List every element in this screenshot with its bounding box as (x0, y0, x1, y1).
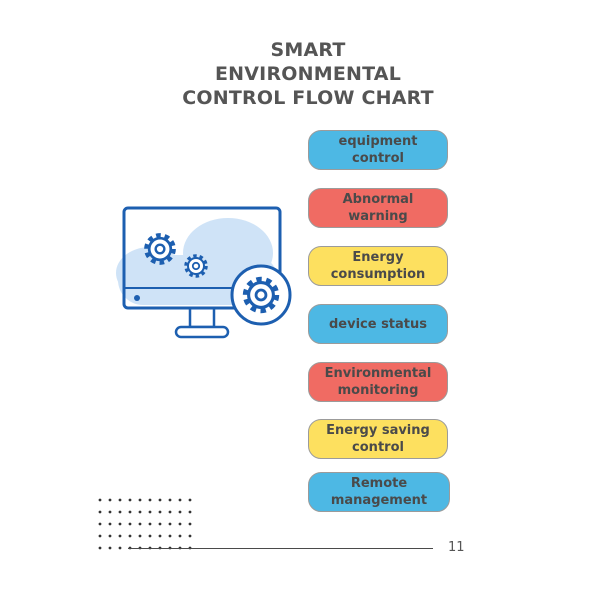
decor-dot (118, 546, 122, 550)
title-line-2: ENVIRONMENTAL (214, 63, 402, 85)
flow-item-label: Abnormal warning (342, 192, 414, 224)
flow-item-label: equipment control (338, 134, 418, 166)
monitor-neck (188, 306, 216, 329)
flow-item-environmental-monitoring: Environmental monitoring (308, 362, 448, 402)
page-title: SMART ENVIRONMENTAL CONTROL FLOW CHART (150, 38, 466, 110)
decor-dot (138, 510, 142, 514)
decor-dot (138, 498, 142, 502)
title-line-1: SMART (270, 39, 346, 61)
decor-dot (108, 546, 112, 550)
decor-dot (168, 534, 172, 538)
decor-dot (178, 510, 182, 514)
decor-dot (178, 522, 182, 526)
decor-dot (128, 498, 132, 502)
decor-dot (138, 522, 142, 526)
decor-dot (158, 510, 162, 514)
decor-dot (148, 510, 152, 514)
decor-dot (118, 510, 122, 514)
decor-dot (188, 498, 192, 502)
decor-dot (148, 522, 152, 526)
decor-dot (178, 498, 182, 502)
decor-dot (108, 534, 112, 538)
decor-dot (168, 510, 172, 514)
decor-dot (158, 534, 162, 538)
decor-dot (108, 510, 112, 514)
decor-dot (188, 534, 192, 538)
flow-item-label: Energy saving control (326, 423, 430, 455)
decor-dot (108, 522, 112, 526)
decor-dot (178, 534, 182, 538)
flow-item-label: Energy consumption (330, 250, 426, 282)
decor-dot (168, 522, 172, 526)
dot-grid-decoration (98, 498, 192, 550)
flow-item-label: device status (328, 316, 428, 332)
decor-dot (118, 534, 122, 538)
decor-dot (138, 534, 142, 538)
decor-dot (158, 498, 162, 502)
footer-rule (128, 548, 433, 549)
decor-dot (98, 510, 102, 514)
flow-item-abnormal-warning: Abnormal warning (308, 188, 448, 228)
decor-dot (188, 510, 192, 514)
cloud-shape (116, 218, 278, 305)
flow-item-energy-consumption: Energy consumption (308, 246, 448, 286)
decor-dot (148, 534, 152, 538)
decor-dot (128, 522, 132, 526)
flow-item-device-status: device status (308, 304, 448, 344)
decor-dot (118, 522, 122, 526)
title-line-3: CONTROL FLOW CHART (182, 87, 434, 109)
decor-dot (118, 498, 122, 502)
monitor-base (174, 325, 230, 339)
decor-dot (128, 510, 132, 514)
computer-gears-icon (116, 206, 292, 339)
flow-item-energy-saving-control: Energy saving control (308, 419, 448, 459)
flow-item-equipment-control: equipment control (308, 130, 448, 170)
power-dot (134, 295, 140, 301)
flow-item-label: Remote management (330, 476, 428, 508)
page-number: 11 (448, 540, 465, 555)
decor-dot (98, 522, 102, 526)
decor-dot (158, 522, 162, 526)
decor-dot (168, 498, 172, 502)
decor-dot (108, 498, 112, 502)
decor-dot (98, 498, 102, 502)
flow-item-label: Environmental monitoring (324, 366, 432, 398)
decor-dot (128, 534, 132, 538)
decor-dot (188, 522, 192, 526)
flow-item-remote-management: Remote management (308, 472, 450, 512)
decor-dot (98, 546, 102, 550)
decor-dot (148, 498, 152, 502)
decor-dot (98, 534, 102, 538)
